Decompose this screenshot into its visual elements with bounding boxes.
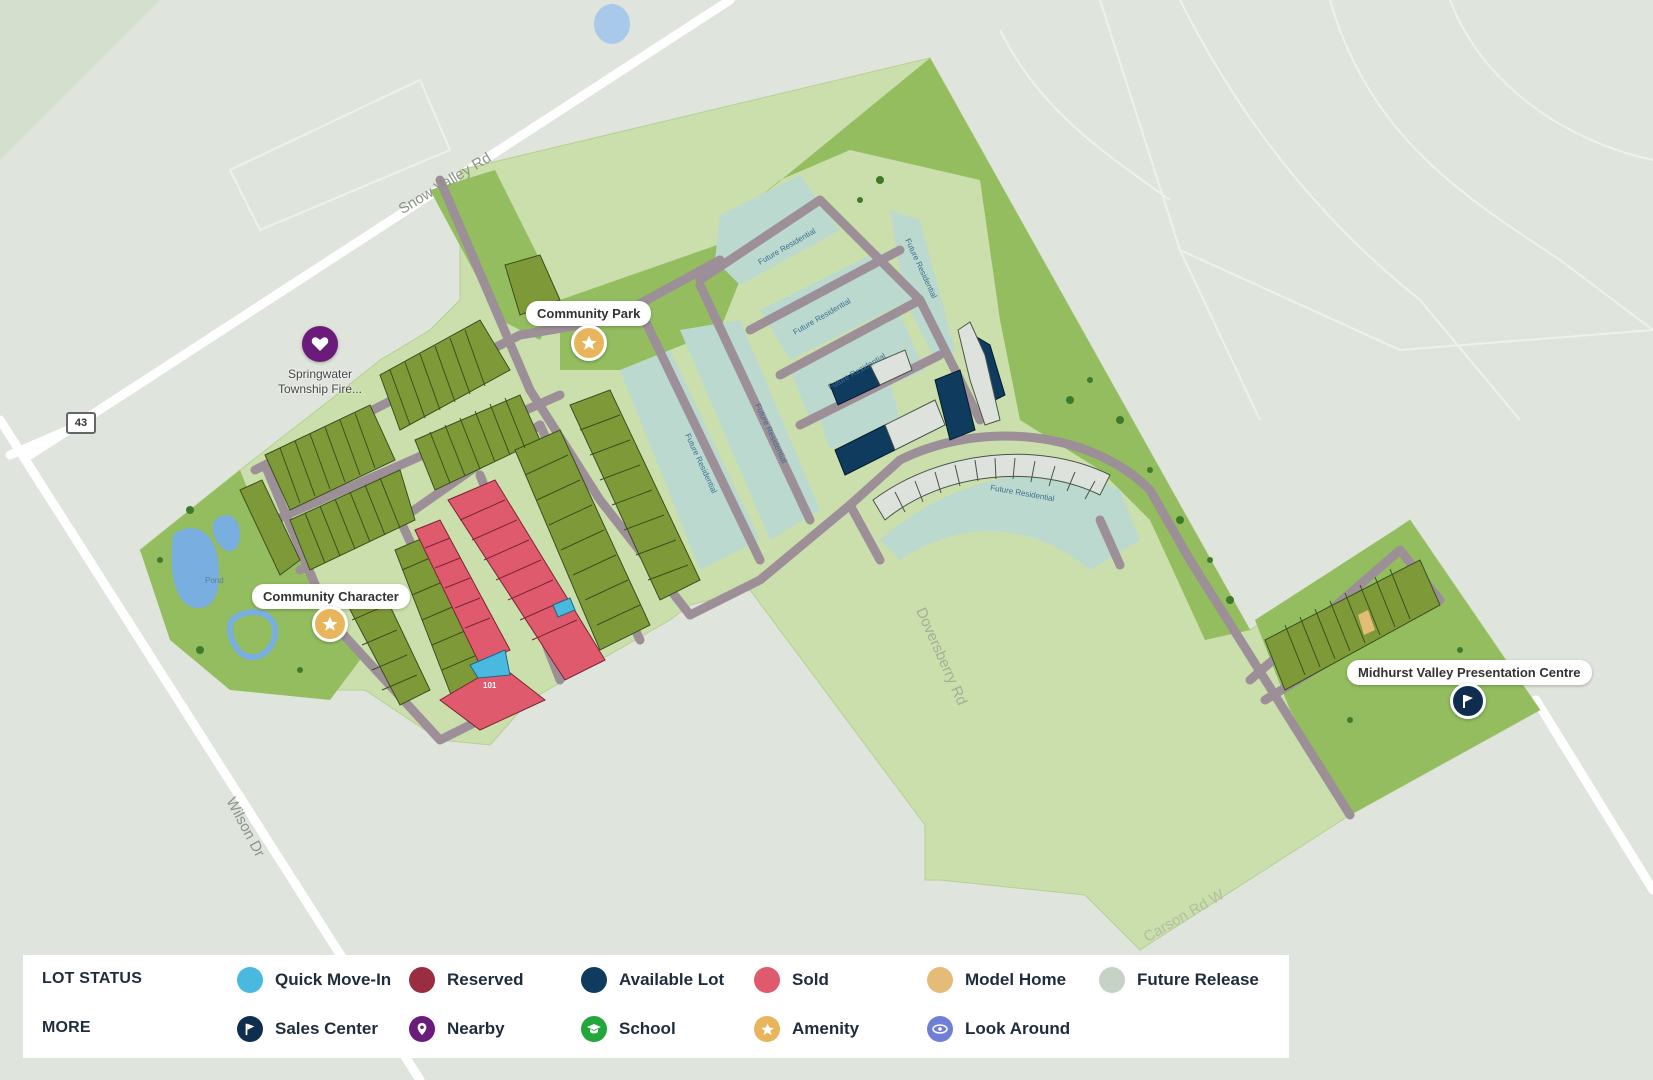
legend-label: Sales Center [275, 1019, 378, 1038]
legend-label: Future Release [1137, 970, 1259, 989]
legend-label: School [619, 1019, 676, 1038]
star-icon [321, 615, 339, 633]
future-release-lot-lines [894, 457, 1096, 513]
nearby-fire-station-marker[interactable] [302, 326, 338, 362]
map-legend: LOT STATUS MORE Quick Move-In Reserved A… [23, 955, 1289, 1058]
available-lot-dot [581, 967, 607, 993]
sold-dot [754, 967, 780, 993]
community-character-amenity-marker[interactable] [312, 606, 348, 642]
sold-lot-lines [424, 499, 578, 641]
community-character-callout[interactable]: Community Character [252, 584, 410, 609]
legend-quick-move-in[interactable]: Quick Move-In [237, 966, 391, 994]
sold-lots [414, 479, 606, 731]
heart-icon [311, 336, 329, 352]
location-pin-icon [409, 1016, 435, 1042]
community-park-callout[interactable]: Community Park [526, 301, 652, 326]
legend-label: Available Lot [619, 970, 725, 989]
legend-label: Sold [792, 970, 829, 989]
character-ponds [171, 515, 279, 661]
pond-label: Pond [205, 576, 224, 585]
future-release-dot [1099, 967, 1125, 993]
trees [157, 176, 1463, 723]
community-park-amenity-marker[interactable] [571, 325, 607, 361]
legend-amenity[interactable]: Amenity [754, 1015, 859, 1043]
model-home-lot [1358, 610, 1375, 635]
presentation-centre-callout[interactable]: Midhurst Valley Presentation Centre [1347, 660, 1592, 685]
quick-move-in-lots [469, 597, 576, 679]
legend-sold[interactable]: Sold [754, 966, 829, 994]
legend-available-lot[interactable]: Available Lot [581, 966, 724, 994]
future-release-lots [869, 321, 1111, 521]
legend-model-home[interactable]: Model Home [927, 966, 1066, 994]
legend-label: Quick Move-In [275, 970, 392, 989]
legend-nearby[interactable]: Nearby [409, 1015, 505, 1043]
flag-icon [1460, 693, 1476, 709]
legend-label: Reserved [447, 970, 524, 989]
legend-label: Nearby [447, 1019, 505, 1038]
flag-icon [237, 1016, 263, 1042]
field-area [0, 0, 160, 160]
reserved-dot [409, 967, 435, 993]
legend-look-around[interactable]: Look Around [927, 1015, 1070, 1043]
sales-center-marker[interactable] [1450, 683, 1486, 719]
nearby-poi-label: Springwater Township Fire... [277, 367, 363, 396]
legend-future-release[interactable]: Future Release [1099, 966, 1259, 994]
360-view-icon [927, 1016, 953, 1042]
legend-label: Look Around [965, 1019, 1071, 1038]
star-icon [754, 1016, 780, 1042]
legend-label: Model Home [965, 970, 1067, 989]
lot-number-label: 101 [483, 681, 497, 690]
legend-label: Amenity [792, 1019, 860, 1038]
more-title: MORE [42, 1019, 91, 1036]
lot-lines [279, 329, 1411, 691]
minor-roads [228, 0, 1653, 421]
legend-sales-center[interactable]: Sales Center [237, 1015, 378, 1043]
quick-move-in-dot [237, 967, 263, 993]
highway-43-shield: 43 [66, 412, 96, 434]
star-icon [580, 334, 598, 352]
water-pond-top [594, 4, 630, 44]
graduation-cap-icon [581, 1016, 607, 1042]
homesite-blocks [239, 254, 1441, 706]
model-home-dot [927, 967, 953, 993]
legend-reserved[interactable]: Reserved [409, 966, 524, 994]
lot-status-title: LOT STATUS [42, 970, 143, 987]
legend-school[interactable]: School [581, 1015, 676, 1043]
